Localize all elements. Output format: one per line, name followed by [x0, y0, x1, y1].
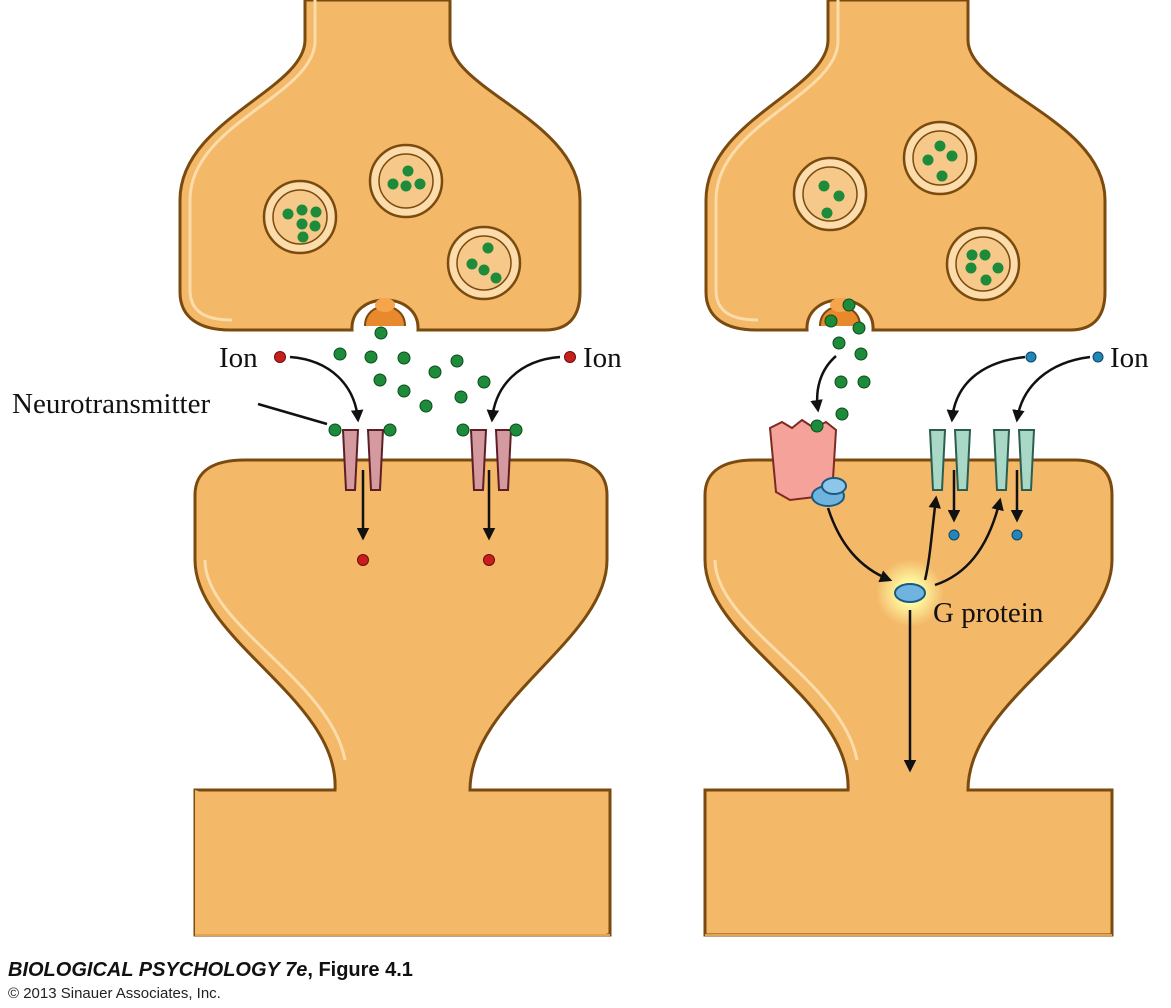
ion-red — [357, 554, 369, 566]
neurotransmitter-molecules — [824, 298, 871, 421]
ion-blue — [948, 529, 960, 541]
metabotropic-synapse: Ion G protein — [703, 0, 1149, 937]
ion-channel — [456, 423, 523, 491]
ion-label: Ion — [219, 342, 258, 374]
signal-arrows — [810, 355, 1091, 773]
ion-flow-arrows — [257, 355, 561, 541]
ion-blue — [1025, 351, 1037, 363]
ion-blue — [1092, 351, 1104, 363]
postsynaptic-cell-left — [193, 458, 612, 937]
ion-channel — [928, 429, 972, 491]
ion-red — [483, 554, 495, 566]
neurotransmitter-label: Neurotransmitter — [12, 388, 210, 420]
figure-number: , Figure 4.1 — [307, 959, 413, 981]
ion-channel — [992, 429, 1036, 491]
figure-credit-title: BIOLOGICAL PSYCHOLOGY 7e, Figure 4.1 — [8, 959, 413, 982]
book-title: BIOLOGICAL PSYCHOLOGY 7e — [8, 959, 308, 981]
ion-label: Ion — [1110, 342, 1149, 374]
vesicle — [368, 143, 444, 219]
ion-red — [274, 351, 286, 363]
ionotropic-synapse: Ion Ion Neurotransmitter — [12, 0, 622, 937]
ion-channel — [328, 423, 397, 491]
vesicle — [945, 226, 1021, 302]
copyright-notice: © 2013 Sinauer Associates, Inc. — [8, 985, 221, 1002]
vesicle — [902, 120, 978, 196]
metabotropic-receptor — [768, 418, 847, 507]
ion-label: Ion — [583, 342, 622, 374]
ion-red — [564, 351, 576, 363]
g-protein-label: G protein — [933, 597, 1044, 629]
vesicle — [446, 225, 522, 301]
vesicle — [792, 156, 868, 232]
vesicle — [262, 179, 338, 255]
postsynaptic-cell-right — [703, 458, 1114, 937]
ion-blue — [1011, 529, 1023, 541]
neurotransmitter-molecules — [333, 326, 491, 413]
